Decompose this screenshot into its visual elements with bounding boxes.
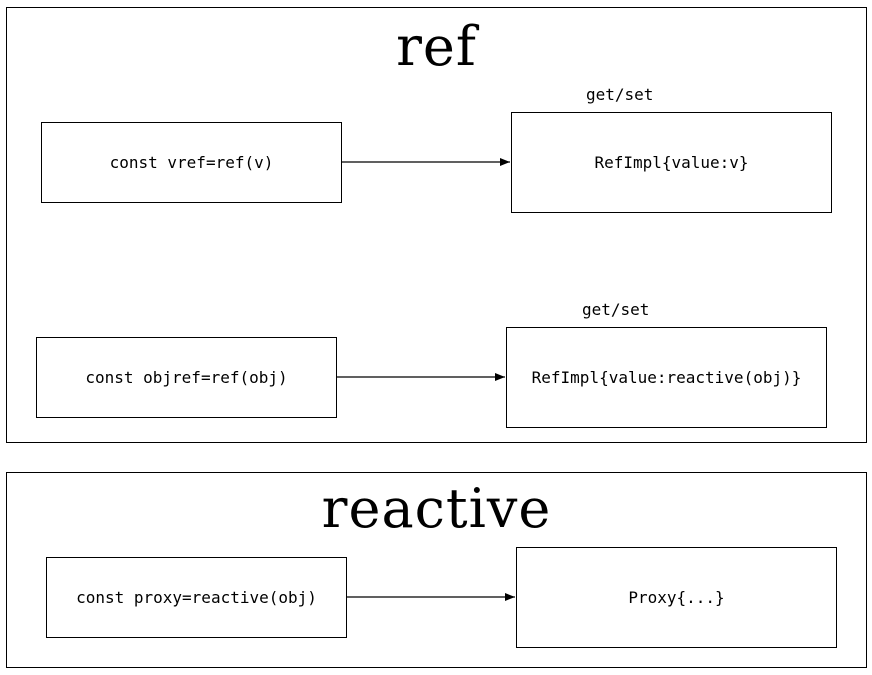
objref-source-node: const objref=ref(obj) [36,337,337,418]
proxy-target-node: Proxy{...} [516,547,837,648]
vref-edge-label: get/set [586,85,654,104]
vref-target-node: RefImpl{value:v} [511,112,832,213]
ref-panel-title: ref [396,15,477,78]
objref-edge-label: get/set [582,300,650,319]
vref-source-node: const vref=ref(v) [41,122,342,203]
objref-target-node: RefImpl{value:reactive(obj)} [506,327,827,428]
ref-panel: ref [6,7,867,443]
proxy-source-node: const proxy=reactive(obj) [46,557,347,638]
reactive-panel-title: reactive [321,477,552,540]
reactive-panel: reactive [6,472,867,668]
